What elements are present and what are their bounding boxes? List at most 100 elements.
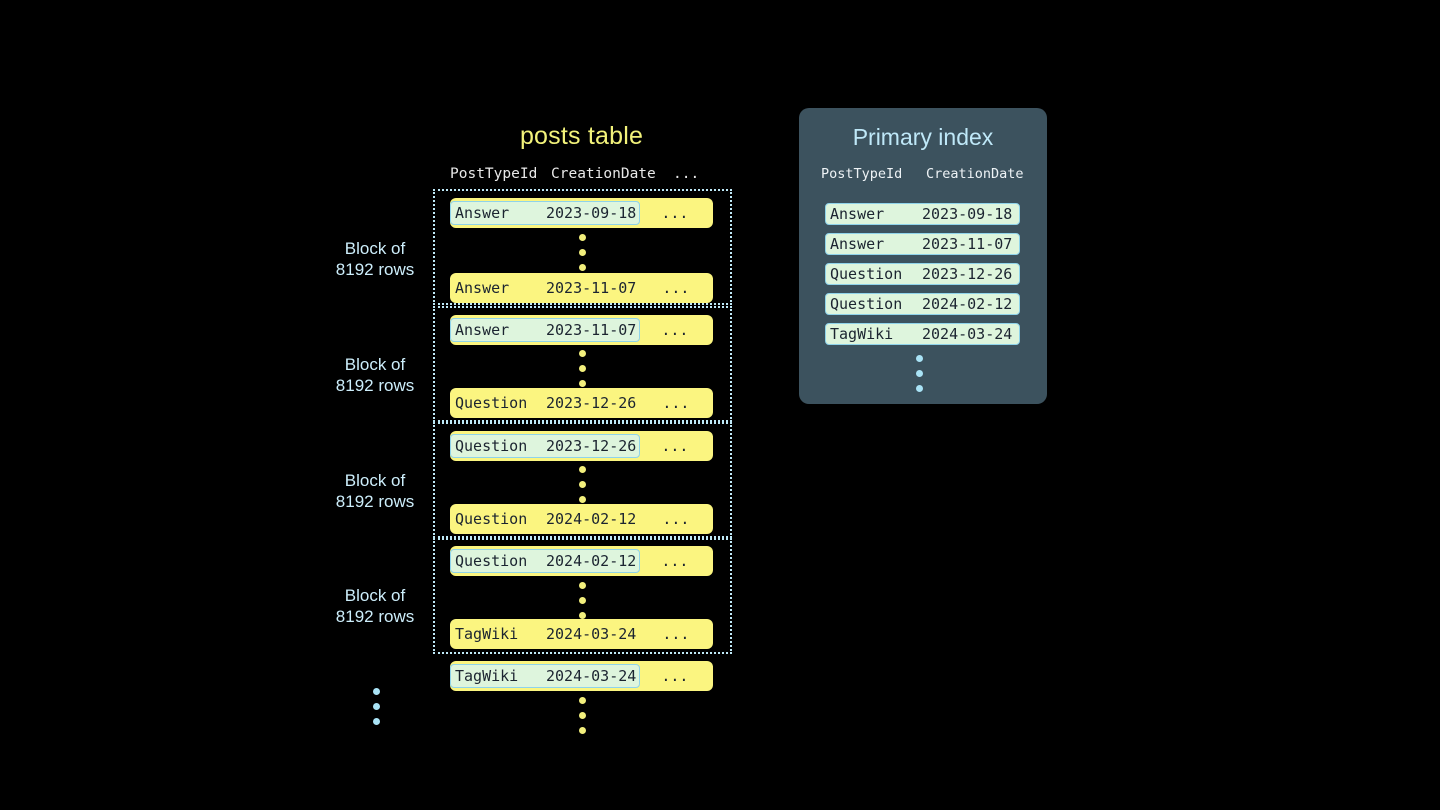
cell-ellipsis: ... xyxy=(661,437,689,455)
primary-index-column-headers: PostTypeId CreationDate xyxy=(821,166,1029,182)
column-header-posttypeid: PostTypeId xyxy=(821,166,903,182)
row-cells: TagWiki 2024-03-24 xyxy=(450,622,640,646)
dot xyxy=(578,466,586,473)
cell-ellipsis: ... xyxy=(662,279,690,297)
table-row[interactable]: Question 2024-02-12... xyxy=(450,546,713,576)
cell-ellipsis: ... xyxy=(662,394,690,412)
block-1 xyxy=(433,189,732,305)
cell-posttypeid: Answer xyxy=(830,205,885,223)
table-row[interactable]: TagWiki 2024-03-24... xyxy=(450,619,713,649)
dot xyxy=(915,370,923,377)
cell-creationdate: 2023-09-18 xyxy=(922,205,1013,223)
row-continuation-dots xyxy=(577,462,587,507)
block-3-label-line2: 8192 rows xyxy=(335,492,415,511)
cell-posttypeid: Answer xyxy=(830,235,885,253)
cell-ellipsis: ... xyxy=(662,625,690,643)
index-row[interactable]: Question 2024-02-12 xyxy=(825,293,1020,315)
block-3 xyxy=(433,422,732,538)
row-continuation-dots xyxy=(577,578,587,623)
cell-posttypeid: Question xyxy=(455,437,528,455)
cell-creationdate: 2024-03-24 xyxy=(922,325,1013,343)
block-2-label-line1: Block of xyxy=(344,355,406,374)
block-1-label-line1: Block of xyxy=(344,239,406,258)
dot xyxy=(372,718,380,725)
dot xyxy=(578,350,586,357)
cell-creationdate: 2024-02-12 xyxy=(922,295,1013,313)
index-continuation-dots xyxy=(914,351,924,396)
column-header-creationdate: CreationDate xyxy=(551,166,656,182)
dot xyxy=(578,234,586,241)
block-2-label: Block of 8192 rows xyxy=(300,354,450,396)
cell-posttypeid: TagWiki xyxy=(455,625,519,643)
cell-posttypeid: Question xyxy=(830,295,903,313)
dot xyxy=(578,727,586,734)
cell-ellipsis: ... xyxy=(662,510,690,528)
dot xyxy=(578,582,586,589)
cell-ellipsis: ... xyxy=(661,667,689,685)
dot xyxy=(578,264,586,271)
cell-creationdate: 2023-11-07 xyxy=(546,279,637,297)
row-cells: Answer 2023-11-07 xyxy=(450,276,640,300)
dot xyxy=(578,365,586,372)
dot xyxy=(578,496,586,503)
cell-creationdate: 2023-11-07 xyxy=(922,235,1013,253)
cell-creationdate: 2024-03-24 xyxy=(546,625,637,643)
row-highlight-cells: Question 2024-02-12 xyxy=(450,549,641,573)
row-highlight-cells: Answer 2023-11-07 xyxy=(450,318,641,342)
block-4 xyxy=(433,538,732,654)
cell-ellipsis: ... xyxy=(661,321,689,339)
dot xyxy=(578,597,586,604)
cell-posttypeid: Question xyxy=(830,265,903,283)
dot xyxy=(578,712,586,719)
column-header-ellipsis: ... xyxy=(673,166,700,182)
cell-ellipsis: ... xyxy=(661,204,689,222)
cell-posttypeid: Answer xyxy=(455,321,510,339)
cell-creationdate: 2024-02-12 xyxy=(546,552,637,570)
cell-ellipsis: ... xyxy=(661,552,689,570)
cell-creationdate: 2023-11-07 xyxy=(546,321,637,339)
cell-creationdate: 2023-12-26 xyxy=(922,265,1013,283)
cell-posttypeid: Answer xyxy=(455,279,510,297)
cell-creationdate: 2023-12-26 xyxy=(546,394,637,412)
row-continuation-dots xyxy=(577,346,587,391)
primary-index-title: Primary index xyxy=(852,124,994,150)
block-4-label-line1: Block of xyxy=(344,586,406,605)
block-2 xyxy=(433,306,732,422)
primary-index-panel: Primary index PostTypeId CreationDate xyxy=(799,108,1047,404)
row-continuation-dots xyxy=(577,230,587,275)
dot xyxy=(578,380,586,387)
dot xyxy=(372,703,380,710)
dot xyxy=(578,697,586,704)
index-row[interactable]: Question 2023-12-26 xyxy=(825,263,1020,285)
column-header-creationdate: CreationDate xyxy=(926,166,1024,182)
cell-creationdate: 2023-09-18 xyxy=(546,204,637,222)
dot xyxy=(578,249,586,256)
blocks-continuation-dots xyxy=(371,684,381,729)
block-4-label-line2: 8192 rows xyxy=(335,607,415,626)
block-1-label: Block of 8192 rows xyxy=(300,238,450,280)
table-continuation-dots xyxy=(577,693,587,738)
dot xyxy=(915,385,923,392)
table-row[interactable]: Answer 2023-11-07... xyxy=(450,273,713,303)
block-4-label: Block of 8192 rows xyxy=(300,585,450,627)
index-row[interactable]: Answer 2023-09-18 xyxy=(825,203,1020,225)
table-row[interactable]: Answer 2023-11-07... xyxy=(450,315,713,345)
dot xyxy=(372,688,380,695)
dot xyxy=(578,481,586,488)
index-row[interactable]: Answer 2023-11-07 xyxy=(825,233,1020,255)
cell-posttypeid: Question xyxy=(455,552,528,570)
posts-table-title: posts table xyxy=(519,122,644,150)
block-3-label-line1: Block of xyxy=(344,471,406,490)
